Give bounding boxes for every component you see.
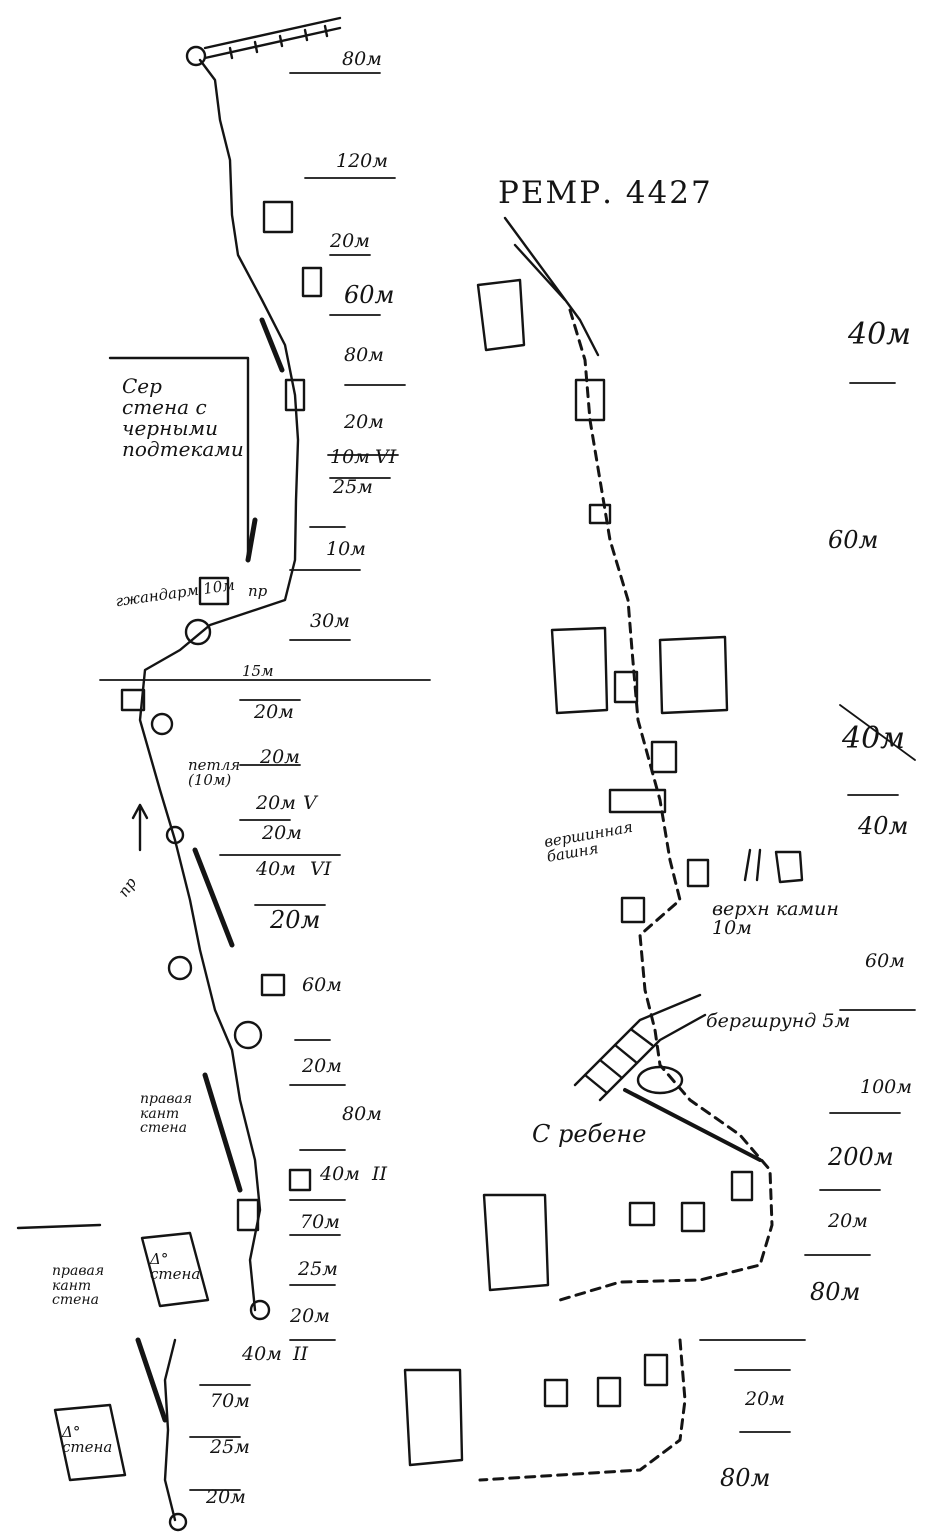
pitch-label: 40м bbox=[848, 317, 912, 352]
category-label: II bbox=[293, 1343, 309, 1365]
left-route-line bbox=[138, 58, 300, 1312]
pitch-label: 10м bbox=[330, 446, 370, 468]
route-title: РЕМР. 4427 bbox=[498, 175, 713, 211]
note-delta-wall-2: Δ° стена bbox=[62, 1423, 113, 1456]
category-label: VI bbox=[310, 858, 332, 880]
pitch-label: 30м bbox=[310, 610, 350, 632]
pitch-label: 40м bbox=[842, 721, 906, 756]
pitch-label: 20м bbox=[206, 1486, 246, 1508]
pitch-label: 70м bbox=[300, 1211, 340, 1233]
pitch-label: 200м bbox=[828, 1143, 894, 1171]
category-label: V bbox=[303, 792, 317, 814]
pitch-label: 20м bbox=[254, 701, 294, 723]
pitch-label: 20м bbox=[344, 411, 384, 433]
note-loop: петля (10м) bbox=[188, 756, 241, 789]
pitch-label: 20м bbox=[262, 822, 302, 844]
pitch-label: 80м bbox=[810, 1278, 861, 1306]
pitch-label: 40м bbox=[256, 858, 296, 880]
pitch-label: 60м bbox=[302, 974, 342, 996]
summit-marker bbox=[185, 45, 207, 67]
pitch-label: 80м bbox=[720, 1464, 771, 1492]
pitch-label: 25м bbox=[210, 1436, 250, 1458]
note-right-corner-1: правая кант стена bbox=[140, 1091, 193, 1137]
pitch-label: 20м bbox=[270, 906, 321, 934]
pitch-label: 60м bbox=[828, 526, 879, 554]
pitch-label: 40м bbox=[858, 812, 909, 840]
pitch-label: 60м bbox=[344, 281, 395, 309]
note-ridge: С ребене bbox=[532, 1120, 647, 1148]
pitch-label: 20м bbox=[290, 1305, 330, 1327]
note-delta-wall-1: Δ° стена bbox=[150, 1250, 201, 1283]
pitch-label: 40м bbox=[242, 1343, 282, 1365]
pitch-label: 40м bbox=[320, 1163, 360, 1185]
category-label: VI bbox=[375, 446, 397, 468]
pitch-label: 10м bbox=[326, 538, 366, 560]
pitch-label: 80м bbox=[342, 48, 382, 70]
pitch-label: 20м bbox=[256, 792, 296, 814]
left-route-line-2 bbox=[163, 1338, 177, 1522]
pitch-label: 100м bbox=[860, 1076, 913, 1098]
pitch-label: 15м bbox=[242, 662, 274, 680]
pitch-label: 20м bbox=[745, 1388, 785, 1410]
note-upper-chimney: верхн камин 10м bbox=[712, 898, 839, 939]
pitch-label: 80м bbox=[344, 344, 384, 366]
pitch-label: 25м bbox=[333, 476, 373, 498]
note-right-corner-2: правая кант стена bbox=[52, 1263, 105, 1309]
note-grey-wall: Сер стена с черными подтеками bbox=[122, 374, 244, 461]
pitch-label: 60м bbox=[865, 950, 905, 972]
pitch-label: 20м bbox=[330, 230, 370, 252]
pitch-label: 20м bbox=[260, 746, 300, 768]
note-bergschrund: бергшрунд 5м bbox=[706, 1010, 851, 1032]
pitch-label: 25м bbox=[298, 1258, 338, 1280]
category-label: II bbox=[372, 1163, 388, 1185]
pitch-label: 20м bbox=[828, 1210, 868, 1232]
pitch-label: 70м bbox=[210, 1390, 250, 1412]
right-route-line bbox=[558, 308, 774, 1302]
pitch-label: 80м bbox=[342, 1103, 382, 1125]
pitch-label: 120м bbox=[336, 150, 389, 172]
note-traverse: пр bbox=[248, 582, 268, 600]
pitch-label: 20м bbox=[302, 1055, 342, 1077]
